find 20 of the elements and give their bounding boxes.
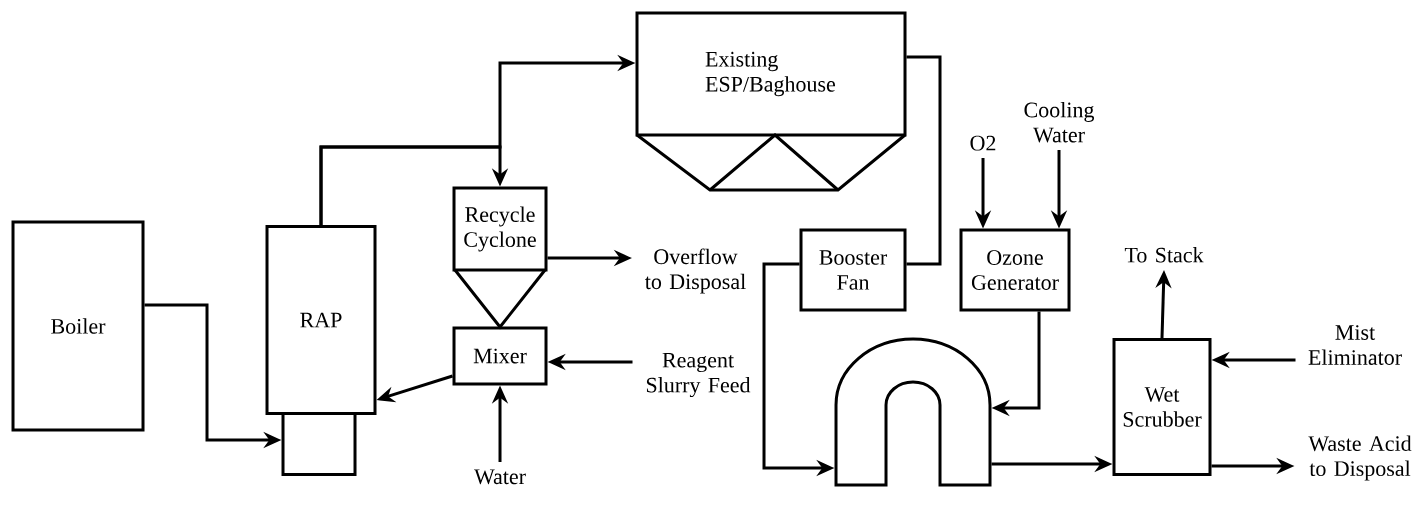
stream-label: Waste Acid to Disposal	[1308, 435, 1412, 481]
stream-label: To Stack	[1124, 247, 1204, 263]
collector-drawing: Existing ESP/Baghouse	[635, 11, 907, 192]
stream-label: Mist Eliminator	[1308, 325, 1402, 365]
process-box: Booster Fan	[799, 228, 907, 312]
flow-arrow	[319, 145, 509, 225]
flow-line	[906, 55, 942, 266]
u-tube-drawing	[834, 337, 992, 487]
process-box: Wet Scrubber	[1112, 338, 1212, 476]
stream-label: Water	[474, 469, 526, 485]
process-box: Ozone Generator	[959, 228, 1071, 312]
process-box: Boiler	[11, 220, 145, 432]
stream-label: Cooling Water	[1024, 101, 1095, 143]
process-box: RAP	[265, 225, 377, 415]
stream-label: Overflow to Disposal	[645, 248, 746, 294]
stream-label: Reagent Slurry Feed	[646, 352, 751, 398]
cyclone-drawing: Recycle Cyclone	[452, 186, 548, 330]
process-box: Mixer	[452, 326, 548, 386]
process-box	[281, 412, 357, 476]
stream-label: O2	[970, 135, 996, 151]
